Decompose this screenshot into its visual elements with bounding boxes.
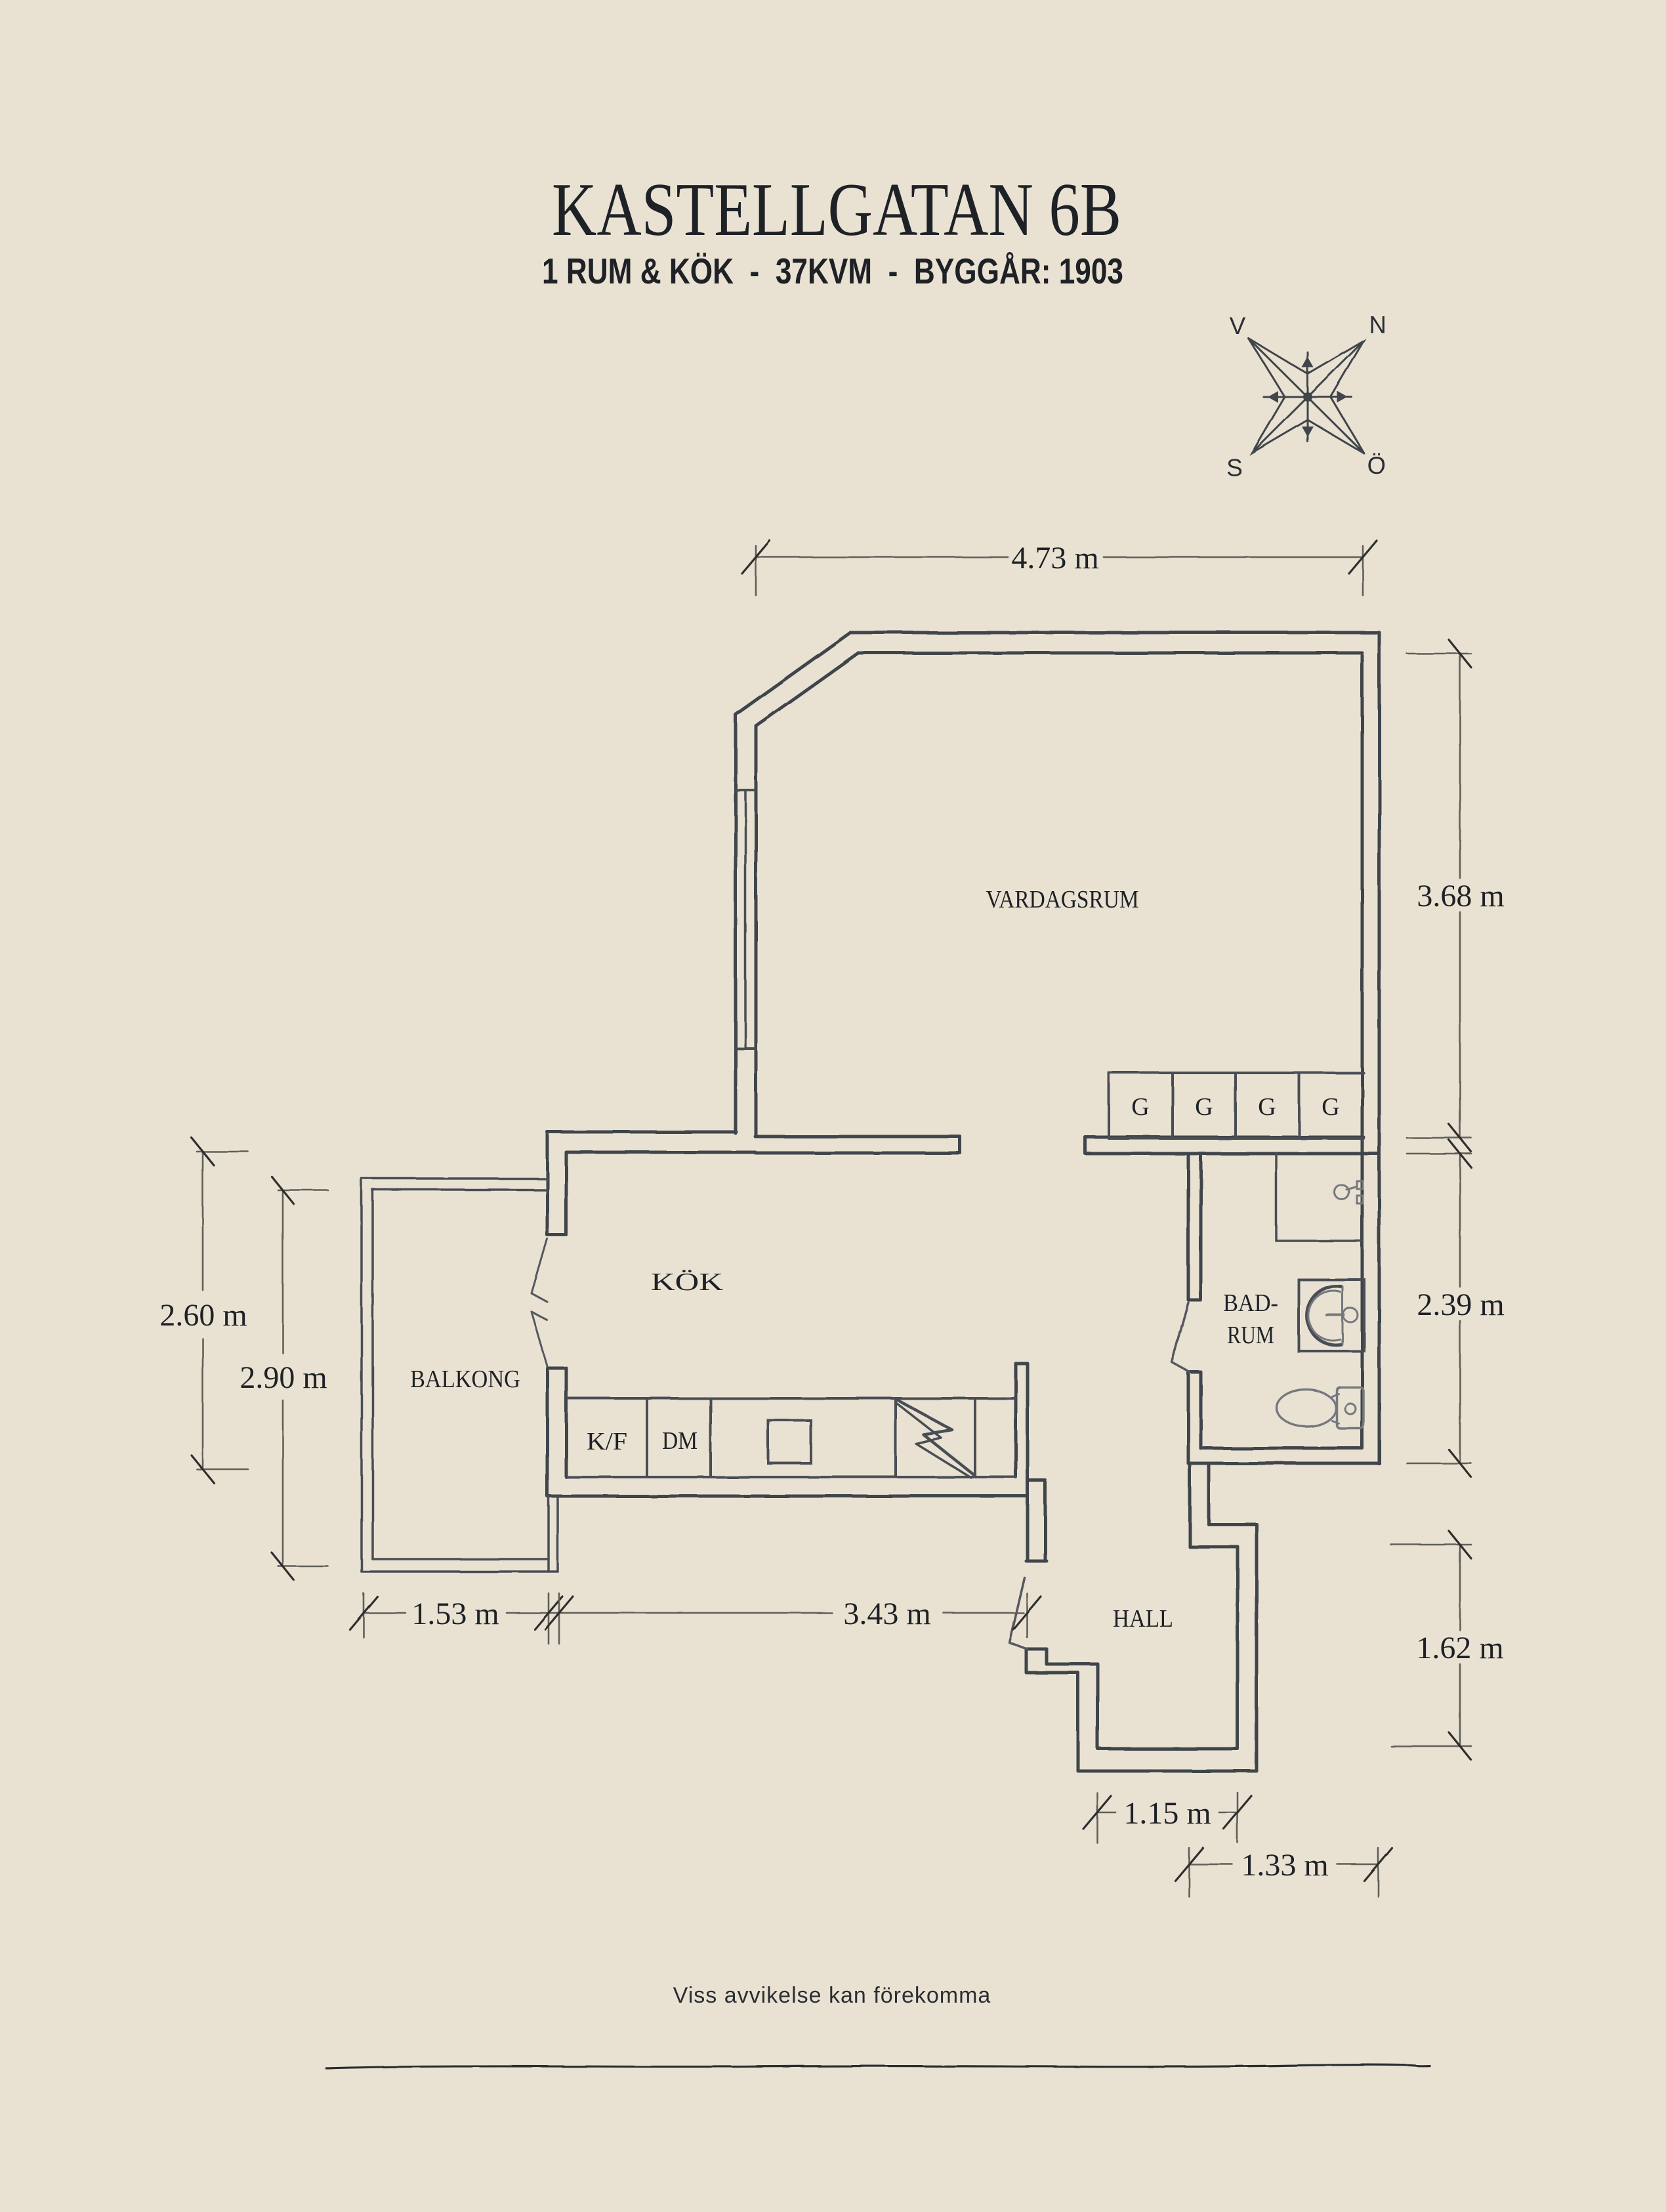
svg-text:RUM: RUM xyxy=(1227,1322,1274,1349)
svg-text:3.43 m: 3.43 m xyxy=(843,1596,930,1631)
svg-text:1.33 m: 1.33 m xyxy=(1241,1848,1328,1883)
svg-text:G: G xyxy=(1258,1093,1276,1121)
svg-text:1.62 m: 1.62 m xyxy=(1416,1631,1503,1665)
svg-text:BALKONG: BALKONG xyxy=(410,1366,520,1393)
svg-text:G: G xyxy=(1195,1093,1213,1121)
svg-text:Viss avvikelse kan förekomma: Viss avvikelse kan förekomma xyxy=(673,1983,991,2008)
svg-text:N: N xyxy=(1369,311,1386,338)
svg-text:G: G xyxy=(1131,1093,1149,1121)
svg-text:S: S xyxy=(1226,454,1243,481)
svg-text:BAD-: BAD- xyxy=(1223,1289,1278,1317)
svg-text:V: V xyxy=(1230,312,1246,339)
svg-text:1.15 m: 1.15 m xyxy=(1123,1796,1211,1831)
svg-text:Ö: Ö xyxy=(1367,452,1386,479)
svg-text:2.39 m: 2.39 m xyxy=(1417,1287,1504,1322)
svg-text:HALL: HALL xyxy=(1113,1605,1173,1633)
svg-text:3.68 m: 3.68 m xyxy=(1417,879,1504,913)
svg-text:K/F: K/F xyxy=(587,1428,627,1455)
svg-text:KASTELLGATAN 6B: KASTELLGATAN 6B xyxy=(552,168,1121,252)
svg-text:DM: DM xyxy=(662,1427,698,1455)
svg-text:KÖK: KÖK xyxy=(651,1268,724,1296)
svg-text:G: G xyxy=(1322,1093,1339,1121)
svg-text:2.90 m: 2.90 m xyxy=(239,1360,327,1395)
svg-text:1.53 m: 1.53 m xyxy=(411,1596,499,1631)
svg-text:1 RUM & KÖK - 37KVM - BYGG: 1 RUM & KÖK - 37KVM - BYGGÅR: 1903 xyxy=(542,251,1123,291)
svg-text:VARDAGSRUM: VARDAGSRUM xyxy=(986,886,1139,913)
svg-text:4.73 m: 4.73 m xyxy=(1011,541,1098,575)
svg-text:2.60 m: 2.60 m xyxy=(159,1298,247,1333)
